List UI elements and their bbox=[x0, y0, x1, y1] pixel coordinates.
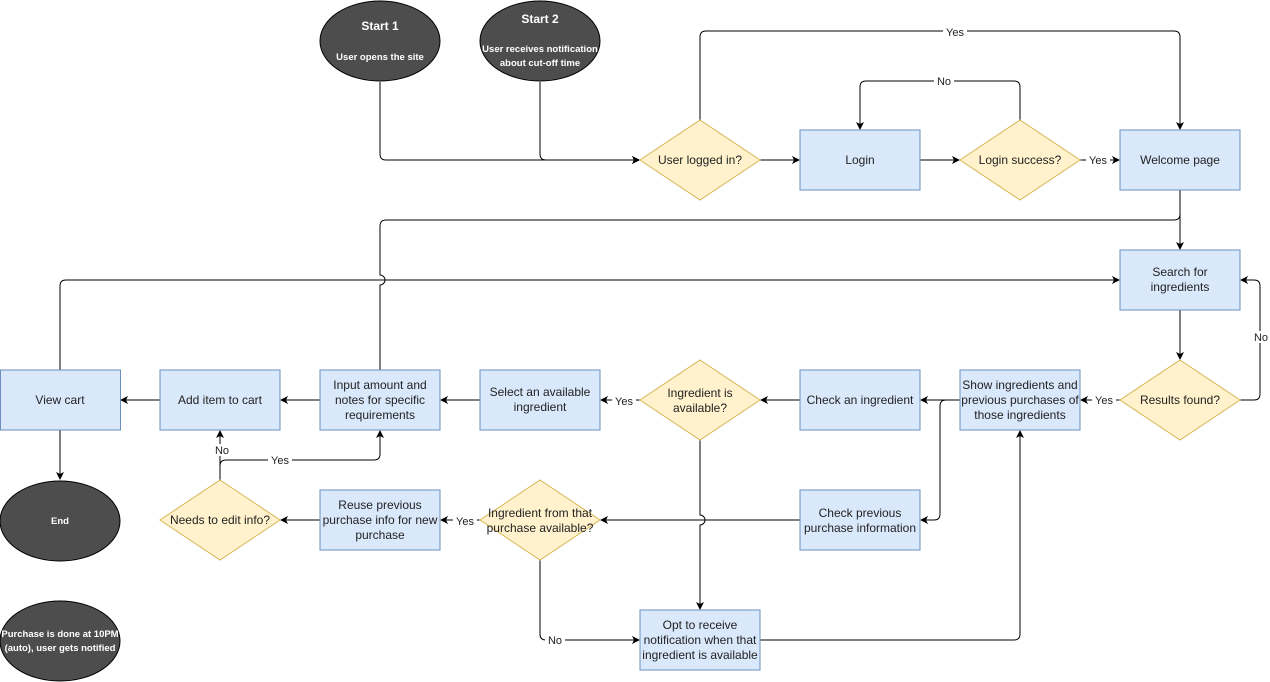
svg-text:Welcome page: Welcome page bbox=[1140, 153, 1220, 167]
process-input-amount: Input amount and notes for specific requ… bbox=[319, 369, 441, 431]
svg-text:about cut-off time: about cut-off time bbox=[500, 58, 580, 69]
edge-start2-to-logged-in bbox=[539, 82, 640, 164]
svg-text:Results found?: Results found? bbox=[1140, 393, 1220, 407]
svg-text:those ingredients: those ingredients bbox=[974, 408, 1065, 422]
svg-text:Check an ingredient: Check an ingredient bbox=[807, 393, 914, 407]
end-node: End bbox=[0, 480, 121, 562]
edges bbox=[56, 30, 1261, 644]
svg-text:Opt to receive: Opt to receive bbox=[663, 618, 738, 632]
svg-text:purchase available?: purchase available? bbox=[487, 521, 594, 535]
edge-logged-in-yes-to-welcome bbox=[699, 30, 1184, 130]
edge-view-cart-to-search bbox=[59, 276, 1120, 370]
process-opt-notification: Opt to receive notification when that in… bbox=[639, 609, 761, 671]
edge-start1-to-logged-in bbox=[379, 82, 640, 164]
edge-label-yes-login-success: Yes bbox=[1086, 154, 1110, 167]
edge-label-yes-edit: Yes bbox=[268, 454, 292, 467]
start-2-node: Start 2 User receives notification about… bbox=[479, 0, 601, 82]
svg-text:Yes: Yes bbox=[271, 455, 289, 467]
svg-text:Start 1: Start 1 bbox=[361, 19, 399, 33]
process-select-ingredient: Select an available ingredient bbox=[479, 369, 601, 431]
process-reuse-purchase-info: Reuse previous purchase info for new pur… bbox=[319, 489, 441, 551]
svg-text:Check previous: Check previous bbox=[819, 506, 902, 520]
svg-text:User opens the site: User opens the site bbox=[336, 52, 424, 63]
edge-label-yes-from-purchase: Yes bbox=[453, 515, 477, 528]
svg-text:Yes: Yes bbox=[1089, 155, 1107, 167]
svg-text:No: No bbox=[1254, 332, 1268, 344]
svg-text:(auto), user gets notified: (auto), user gets notified bbox=[5, 643, 116, 654]
process-login: Login bbox=[799, 129, 921, 191]
svg-text:No: No bbox=[215, 445, 229, 457]
edge-show-to-check-previous bbox=[920, 399, 960, 524]
svg-text:ingredient: ingredient bbox=[514, 400, 567, 414]
decision-ingredient-from-purchase: Ingredient from that purchase available? bbox=[479, 479, 601, 561]
decision-login-success: Login success? bbox=[959, 119, 1081, 201]
svg-text:View cart: View cart bbox=[35, 393, 85, 407]
svg-text:Start 2: Start 2 bbox=[521, 12, 559, 26]
edge-opt-notify-to-show bbox=[760, 430, 1024, 641]
svg-text:Ingredient from that: Ingredient from that bbox=[488, 506, 593, 520]
process-check-ingredient: Check an ingredient bbox=[799, 369, 921, 431]
decision-ingredient-available: Ingredient is available? bbox=[639, 359, 761, 441]
process-show-ingredients: Show ingredients and previous purchases … bbox=[959, 369, 1081, 431]
svg-text:Ingredient is: Ingredient is bbox=[667, 386, 732, 400]
edge-label-yes-available: Yes bbox=[612, 395, 636, 408]
edge-label-no-login-retry: No bbox=[934, 75, 954, 88]
svg-text:User receives notification: User receives notification bbox=[482, 44, 598, 55]
svg-text:End: End bbox=[51, 516, 69, 527]
svg-text:requirements: requirements bbox=[345, 408, 415, 422]
process-check-previous-purchase: Check previous purchase information bbox=[799, 489, 921, 551]
svg-text:Purchase is done at 10PM: Purchase is done at 10PM bbox=[1, 629, 118, 640]
svg-text:Yes: Yes bbox=[1095, 395, 1113, 407]
svg-text:Needs to edit info?: Needs to edit info? bbox=[170, 513, 270, 527]
decision-user-logged-in: User logged in? bbox=[639, 119, 761, 201]
process-welcome-page: Welcome page bbox=[1119, 129, 1241, 191]
edge-welcome-to-input bbox=[379, 190, 1181, 370]
svg-text:Yes: Yes bbox=[615, 396, 633, 408]
svg-text:notes for specific: notes for specific bbox=[335, 393, 425, 407]
svg-text:purchase: purchase bbox=[355, 528, 405, 542]
svg-text:notification when that: notification when that bbox=[644, 633, 757, 647]
decision-results-found: Results found? bbox=[1119, 359, 1241, 441]
edge-label-yes-top: Yes bbox=[943, 26, 967, 39]
svg-text:Login success?: Login success? bbox=[979, 153, 1062, 167]
svg-text:Login: Login bbox=[845, 153, 874, 167]
svg-text:No: No bbox=[548, 635, 562, 647]
edge-label-no-edit: No bbox=[212, 444, 232, 457]
process-search-ingredients: Search for ingredients bbox=[1119, 249, 1241, 311]
purchase-note-node: Purchase is done at 10PM (auto), user ge… bbox=[0, 600, 121, 682]
svg-text:Show ingredients and: Show ingredients and bbox=[962, 378, 1077, 392]
start-1-node: Start 1 User opens the site bbox=[319, 0, 441, 82]
process-view-cart: View cart bbox=[0, 369, 121, 431]
svg-text:purchase info for new: purchase info for new bbox=[323, 513, 438, 527]
svg-text:Input amount and: Input amount and bbox=[333, 378, 426, 392]
svg-text:No: No bbox=[937, 76, 951, 88]
svg-text:ingredient is available: ingredient is available bbox=[642, 648, 758, 662]
svg-text:Yes: Yes bbox=[946, 27, 964, 39]
svg-text:available?: available? bbox=[673, 401, 727, 415]
svg-text:Yes: Yes bbox=[456, 516, 474, 528]
svg-text:Select an available: Select an available bbox=[490, 385, 591, 399]
svg-text:ingredients: ingredients bbox=[1151, 280, 1210, 294]
process-add-to-cart: Add item to cart bbox=[159, 369, 281, 431]
svg-text:Search for: Search for bbox=[1152, 265, 1207, 279]
svg-text:purchase information: purchase information bbox=[804, 521, 916, 535]
svg-text:User logged in?: User logged in? bbox=[658, 153, 742, 167]
edge-label-no-from-purchase: No bbox=[545, 634, 565, 647]
edge-label-no-results: No bbox=[1251, 331, 1270, 344]
svg-text:Add item to cart: Add item to cart bbox=[178, 393, 263, 407]
svg-text:Reuse previous: Reuse previous bbox=[338, 498, 421, 512]
edge-from-purchase-no-to-opt-notify bbox=[539, 560, 640, 644]
edge-label-yes-results: Yes bbox=[1092, 394, 1116, 407]
edge-available-no-to-opt-notify bbox=[696, 440, 706, 610]
svg-text:previous purchases of: previous purchases of bbox=[961, 393, 1079, 407]
decision-needs-edit: Needs to edit info? bbox=[159, 479, 281, 561]
edge-labels: Yes No Yes No Yes Yes Yes No bbox=[212, 26, 1270, 647]
edge-needs-edit-yes-to-input bbox=[219, 430, 384, 480]
edge-login-success-no-to-login bbox=[856, 80, 1021, 130]
